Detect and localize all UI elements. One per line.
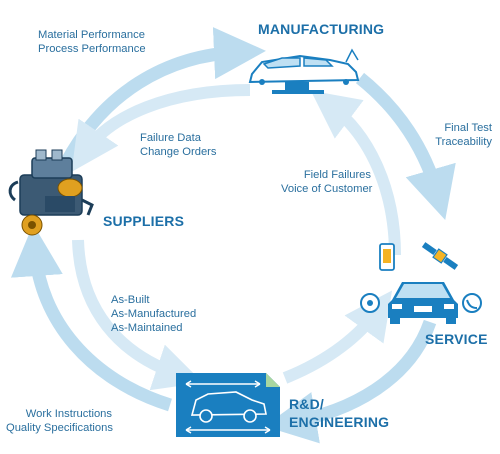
flow-label-field-failures: Field Failures Voice of Customer — [281, 169, 373, 195]
engineering-blueprint-icon — [176, 373, 280, 437]
stage-title-service: SERVICE — [425, 331, 488, 347]
outer-arc-rd-to-suppliers — [10, 224, 172, 412]
outer-arc-service-to-rd — [264, 319, 437, 444]
flow-label-work-instructions: Work Instructions Quality Specifications — [6, 408, 113, 434]
inner-arc-rd-to-service — [282, 290, 393, 384]
manufacturing-car-icon — [248, 48, 360, 94]
suppliers-engine-icon — [8, 149, 94, 236]
stage-title-rd-engineering: R&D/ ENGINEERING — [289, 396, 390, 430]
flow-label-failure-change: Failure Data Change Orders — [140, 132, 217, 158]
inner-arc-suppliers-to-rd — [72, 239, 203, 391]
inner-arc-manufacturing-to-suppliers — [71, 84, 251, 172]
flow-label-as-built: As-Built As-Manufactured As-Maintained — [111, 294, 197, 334]
flow-label-material-process: Material Performance Process Performance — [38, 29, 146, 55]
stage-title-manufacturing: MANUFACTURING — [258, 21, 385, 37]
flow-label-final-test: Final Test Traceability — [435, 122, 492, 148]
inner-arc-service-to-manufacturing — [310, 90, 401, 256]
service-icons — [360, 242, 482, 324]
outer-arc-manufacturing-to-service — [355, 72, 456, 220]
stage-title-suppliers: SUPPLIERS — [103, 213, 185, 229]
